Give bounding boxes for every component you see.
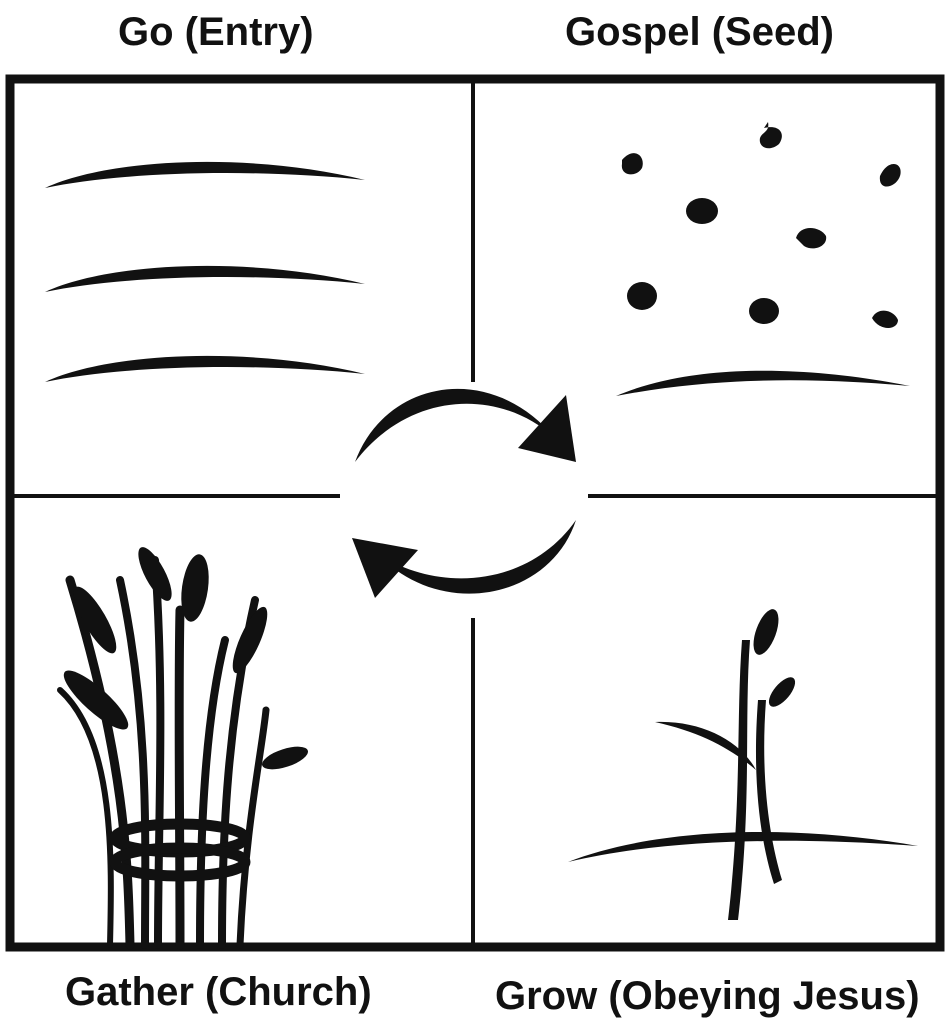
sprout-icon <box>568 606 918 920</box>
furrow-lines-icon <box>45 162 365 382</box>
cycle-arrows-icon <box>352 389 576 598</box>
wheat-bundle-icon <box>57 543 311 945</box>
scattered-seeds-icon <box>616 122 910 396</box>
